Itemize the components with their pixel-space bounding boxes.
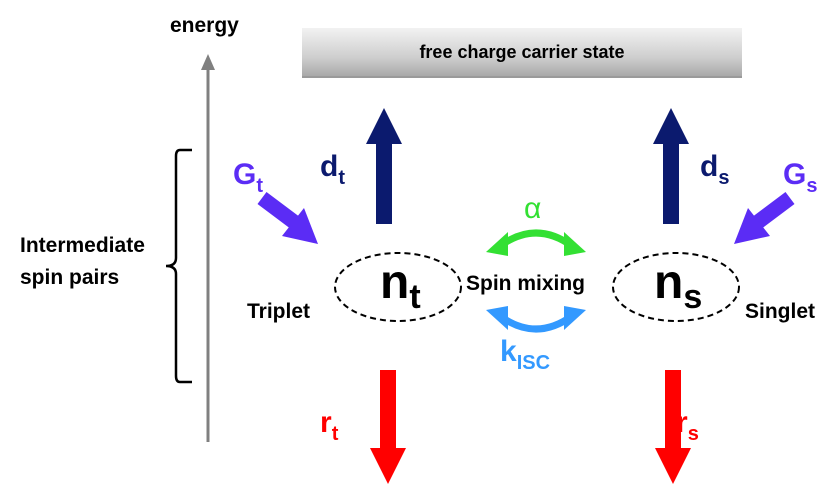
triplet-dissociation-label: dt (320, 150, 345, 190)
energy-axis-label: energy (170, 14, 239, 37)
triplet-population-label: nt (380, 255, 421, 317)
dt-sub: t (338, 167, 345, 189)
kisc-sub: ISC (516, 352, 551, 374)
free-charge-carrier-state-box: free charge carrier state (302, 28, 742, 78)
ds-sub: s (718, 167, 730, 189)
energy-axis (201, 54, 215, 442)
ds-base: d (700, 150, 719, 183)
rs-base: r (676, 406, 688, 439)
generation-arrow-singlet (734, 192, 795, 244)
triplet-generation-label: Gt (233, 158, 263, 198)
generation-arrow-triplet (257, 192, 318, 244)
kisc-double-arrow (486, 306, 586, 333)
rt-sub: t (331, 423, 339, 445)
dt-base: d (320, 150, 339, 183)
gt-sub: t (256, 175, 264, 197)
recombination-arrow-triplet (370, 370, 406, 484)
singlet-dissociation-label: ds (700, 150, 729, 190)
singlet-recombination-label: rs (676, 406, 699, 446)
kisc-label: kISC (500, 335, 550, 375)
intermediate-line2: spin pairs (20, 266, 120, 289)
gs-base: G (783, 158, 807, 191)
nt-sub: t (409, 278, 421, 316)
intermediate-brace (165, 148, 192, 384)
singlet-population-label: ns (654, 255, 702, 317)
recombination-arrow-singlet (655, 370, 691, 484)
rs-sub: s (687, 423, 699, 445)
alpha-label: α (524, 192, 542, 225)
triplet-ellipse (334, 252, 462, 322)
dissociation-arrow-singlet (653, 108, 689, 224)
gt-base: G (233, 158, 257, 191)
rt-base: r (320, 406, 332, 439)
gs-sub: s (806, 175, 818, 197)
alpha-double-arrow (486, 229, 586, 256)
ns-base: n (654, 256, 684, 309)
singlet-label: Singlet (745, 300, 816, 323)
spin-mixing-label: Spin mixing (466, 272, 586, 295)
nt-base: n (380, 256, 410, 309)
intermediate-line1: Intermediate (20, 234, 145, 257)
singlet-generation-label: Gs (783, 158, 817, 198)
intermediate-spin-pairs-label: Intermediate spin pairs (20, 230, 145, 294)
triplet-label: Triplet (247, 300, 311, 323)
kisc-base: k (500, 335, 517, 368)
singlet-ellipse (612, 252, 740, 322)
ns-sub: s (683, 278, 703, 316)
dissociation-arrow-triplet (366, 108, 402, 224)
free-state-label: free charge carrier state (419, 41, 625, 62)
triplet-recombination-label: rt (320, 406, 338, 446)
